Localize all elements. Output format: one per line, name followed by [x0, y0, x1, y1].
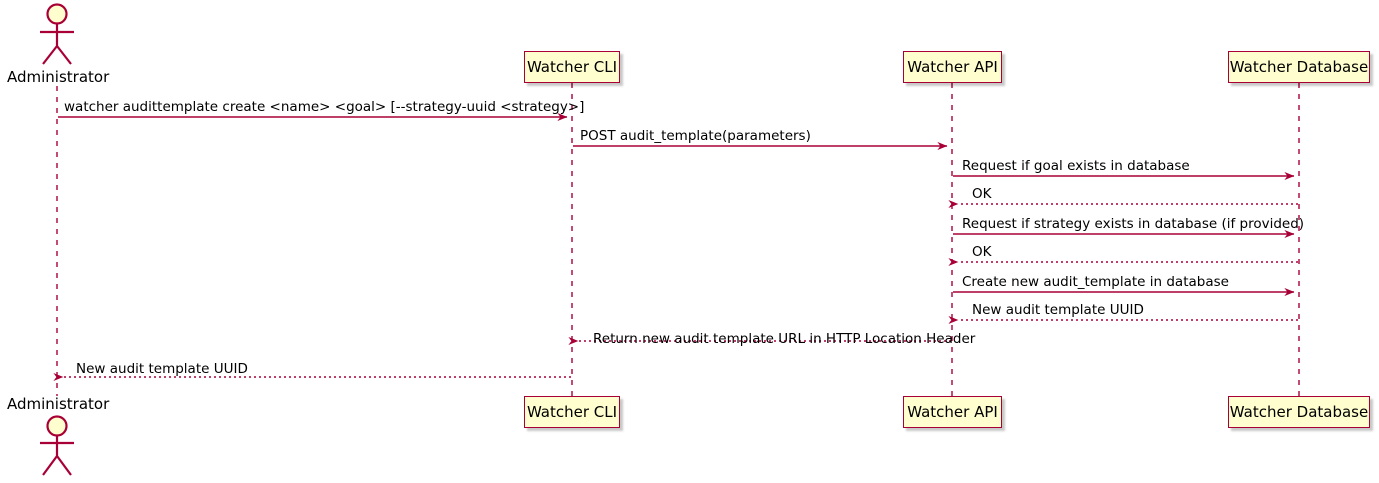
actor-label-administrator-bottom: Administrator: [7, 395, 110, 413]
message-label-7: Create new audit_template in database: [962, 274, 1229, 290]
message-label-10: New audit template UUID: [76, 361, 248, 377]
participant-box-watcher-api-top[interactable]: Watcher API: [903, 51, 1002, 83]
message-label-8: New audit template UUID: [972, 302, 1144, 318]
actor-administrator-bottom: [40, 415, 74, 476]
participant-box-watcher-database-bottom[interactable]: Watcher Database: [1228, 396, 1370, 428]
participant-box-watcher-api-bottom[interactable]: Watcher API: [903, 396, 1002, 428]
participant-box-watcher-database-top[interactable]: Watcher Database: [1228, 51, 1370, 83]
message-label-2: POST audit_template(parameters): [580, 128, 811, 144]
message-label-6: OK: [972, 244, 992, 260]
participant-box-watcher-cli-top[interactable]: Watcher CLI: [524, 51, 620, 83]
participant-label-watcher-api: Watcher API: [907, 57, 998, 76]
participant-label-watcher-database: Watcher Database: [1229, 57, 1369, 76]
message-label-1: watcher audittemplate create <name> <goa…: [64, 99, 585, 115]
actor-label-administrator-top: Administrator: [7, 68, 110, 86]
message-label-4: OK: [972, 186, 992, 202]
participant-label-watcher-api-bottom: Watcher API: [907, 402, 998, 421]
participant-label-watcher-database-bottom: Watcher Database: [1229, 402, 1369, 421]
message-label-5: Request if strategy exists in database (…: [962, 216, 1305, 232]
participant-box-watcher-cli-bottom[interactable]: Watcher CLI: [524, 396, 620, 428]
participant-label-watcher-cli-bottom: Watcher CLI: [526, 402, 618, 421]
message-label-9: Return new audit template URL in HTTP Lo…: [593, 331, 976, 347]
actor-administrator-top: [40, 3, 74, 65]
participant-label-watcher-cli: Watcher CLI: [526, 57, 618, 76]
message-label-3: Request if goal exists in database: [962, 158, 1190, 174]
